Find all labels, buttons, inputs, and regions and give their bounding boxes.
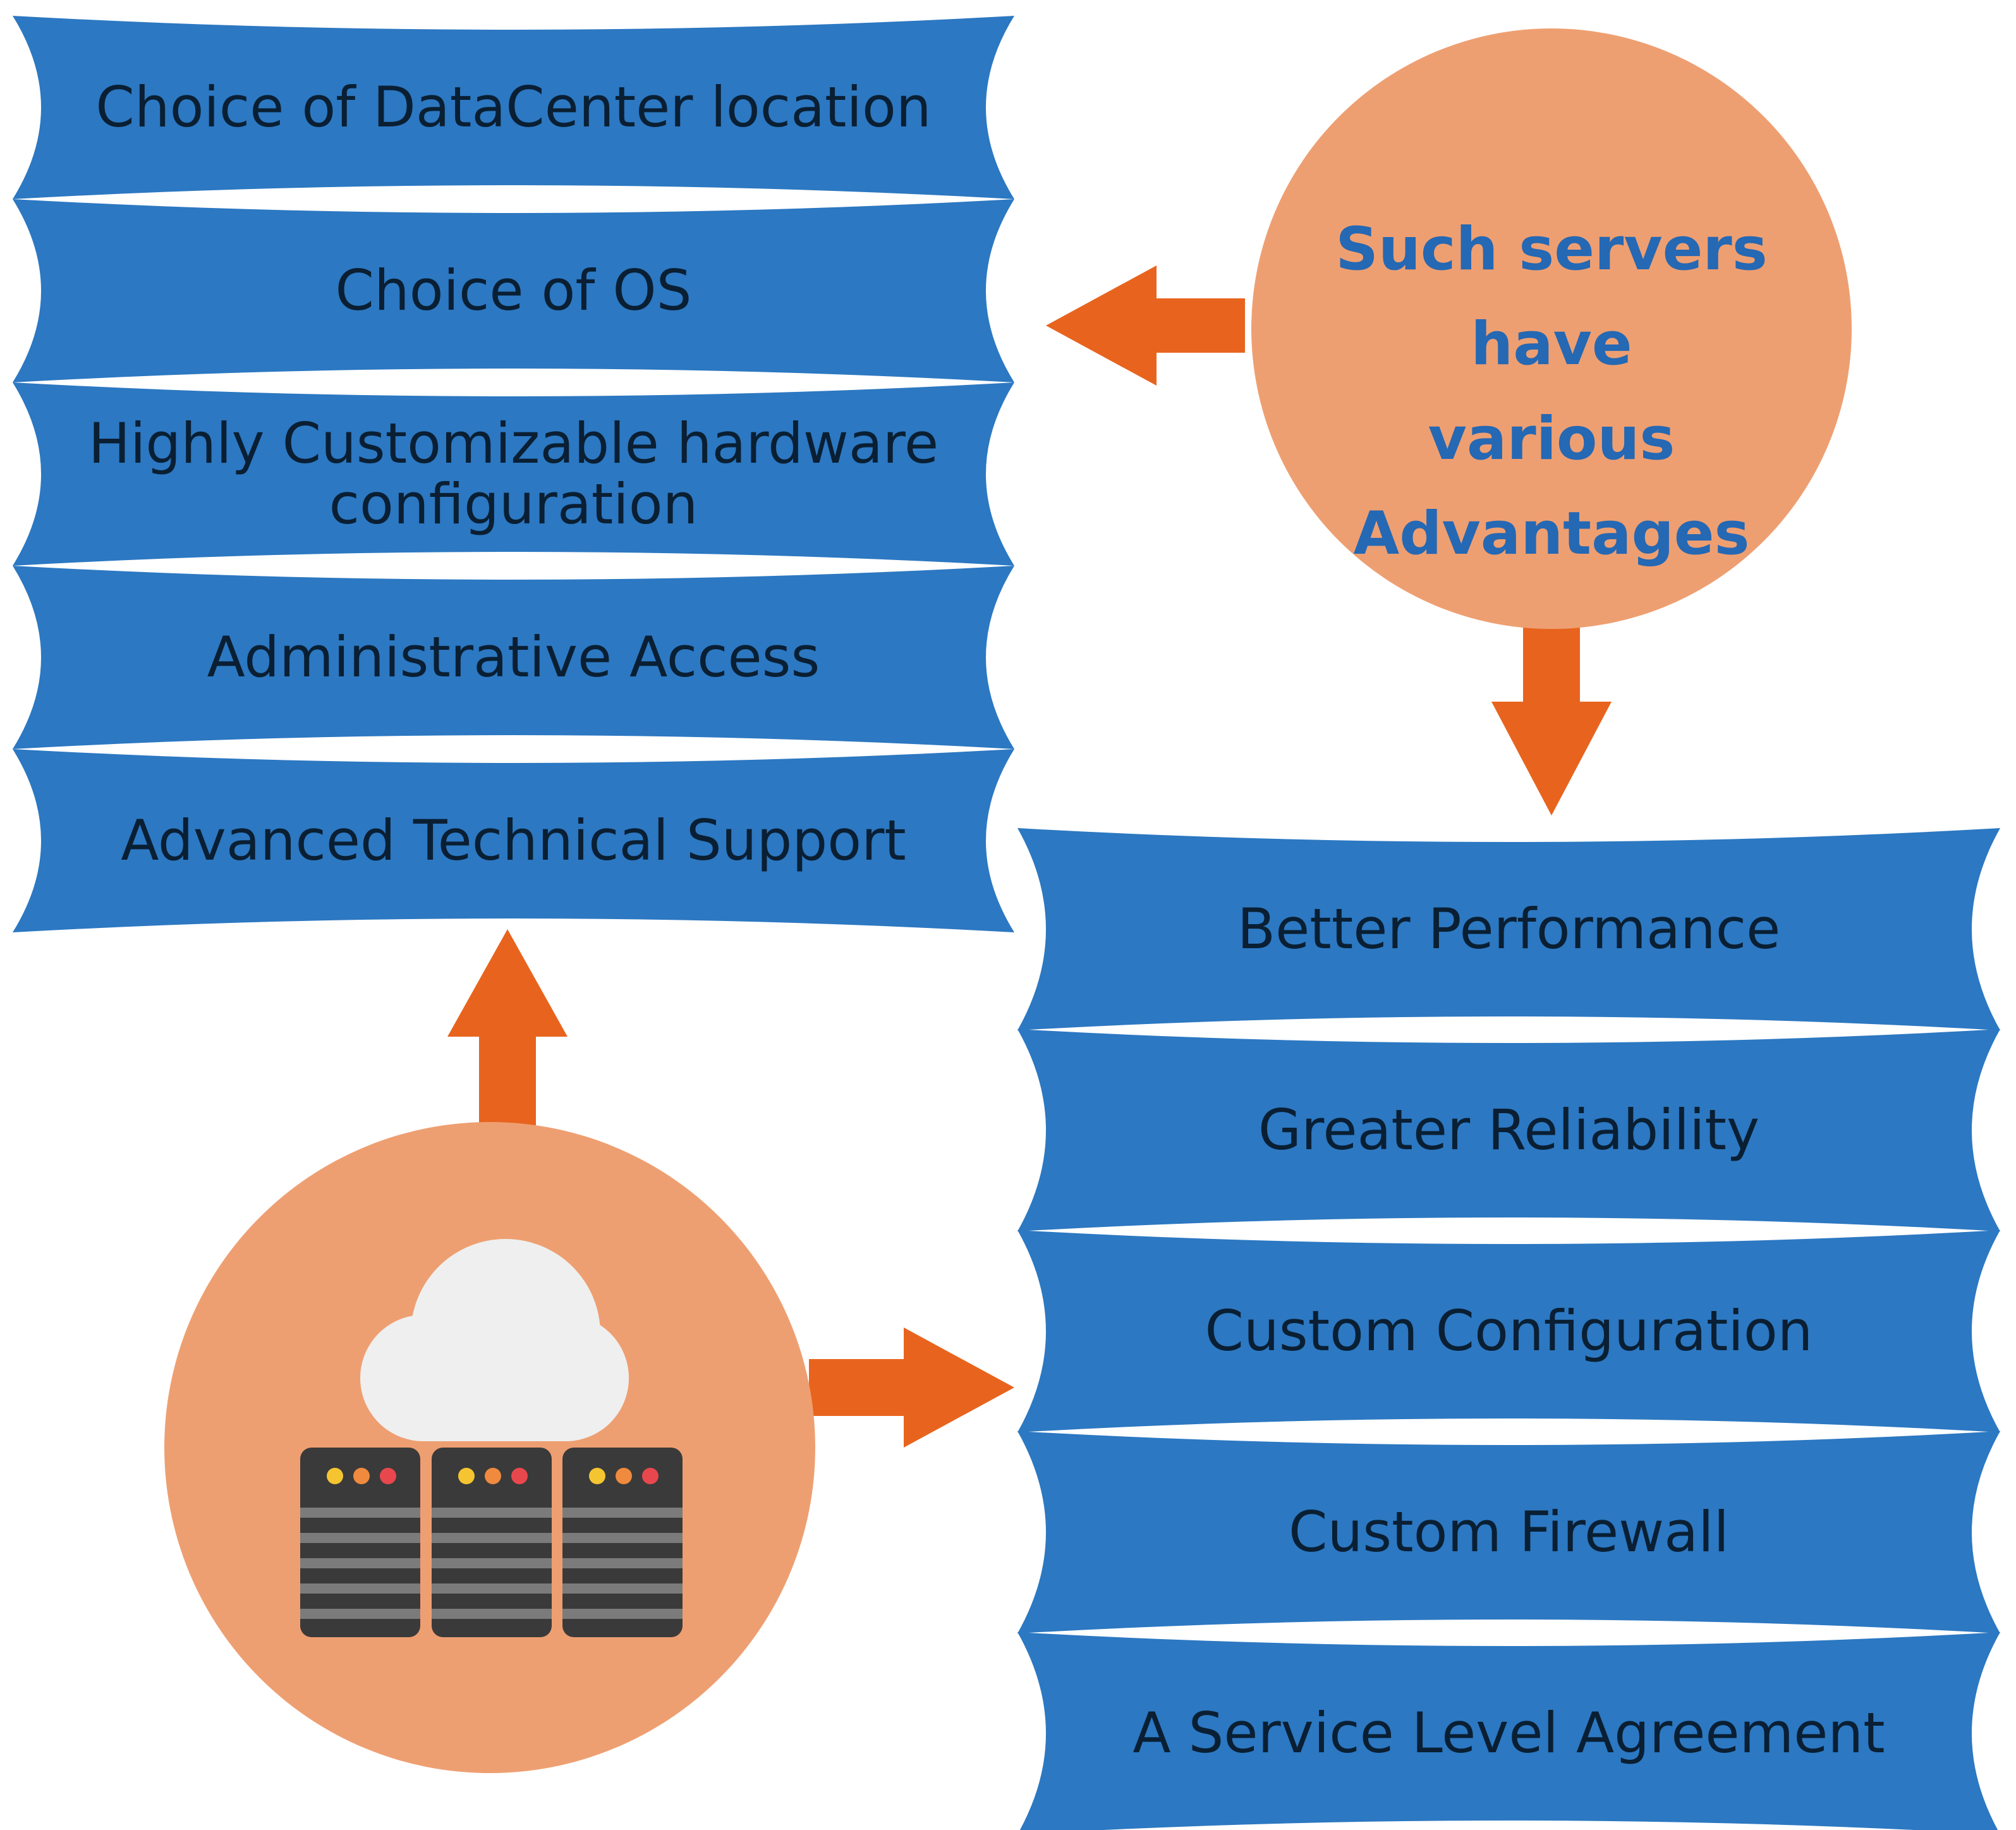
server-unit-icon	[432, 1448, 552, 1637]
right-advantage-banner	[1017, 828, 2000, 1030]
right-advantage-label: Custom Firewall	[1289, 1499, 1729, 1565]
right-advantage-banner	[1017, 1431, 2000, 1633]
left-feature-banner	[13, 749, 1014, 932]
arrow-down-to-advantages	[1491, 626, 1612, 815]
arrow-up-to-features	[447, 929, 568, 1125]
right-advantage-banner	[1017, 1230, 2000, 1432]
cloud-icon	[360, 1239, 629, 1441]
server-rack-icon	[300, 1448, 683, 1637]
left-feature-banner	[13, 382, 1014, 566]
left-feature-label: Choice of DataCenter location	[95, 75, 932, 140]
left-feature-banner	[13, 566, 1014, 749]
right-advantage-banner	[1017, 1029, 2000, 1231]
status-light-icon	[327, 1468, 343, 1484]
status-light-icon	[485, 1468, 501, 1484]
left-feature-label: Administrative Access	[207, 625, 820, 690]
advantages-circle	[1251, 28, 1852, 629]
status-light-icon	[380, 1468, 396, 1484]
server-unit-icon	[562, 1448, 683, 1637]
server-unit-icon	[300, 1448, 420, 1637]
status-light-icon	[589, 1468, 605, 1484]
advantages-line-1: Such servers have	[1335, 215, 1768, 379]
right-advantage-stack	[1017, 828, 2000, 1830]
right-advantage-label: Custom Configuration	[1205, 1298, 1813, 1363]
status-light-icon	[616, 1468, 632, 1484]
right-advantage-label: A Service Level Agreement	[1132, 1700, 1885, 1766]
left-feature-banner	[13, 199, 1014, 382]
right-advantage-label: Greater Reliability	[1258, 1097, 1760, 1162]
right-advantage-label: Better Performance	[1237, 896, 1781, 961]
advantages-line-3: Advantages	[1353, 499, 1750, 568]
advantages-circle-text: Such servers have various Advantages	[1258, 202, 1845, 582]
status-light-icon	[511, 1468, 528, 1484]
status-light-icon	[353, 1468, 370, 1484]
cloud-server-icon	[300, 1239, 683, 1637]
left-feature-label: Advanced Technical Support	[121, 808, 906, 873]
advantages-line-2: various	[1428, 405, 1675, 473]
left-feature-label: Highly Customizable hardware configurati…	[88, 411, 939, 537]
left-feature-stack	[13, 16, 1014, 932]
arrow-right-to-advantages	[809, 1327, 1014, 1448]
arrow-left-to-features	[1046, 265, 1245, 386]
left-feature-banner	[13, 16, 1014, 199]
status-light-icon	[642, 1468, 659, 1484]
right-advantage-banner	[1017, 1632, 2000, 1830]
left-feature-label: Choice of OS	[335, 258, 692, 323]
status-light-icon	[458, 1468, 475, 1484]
